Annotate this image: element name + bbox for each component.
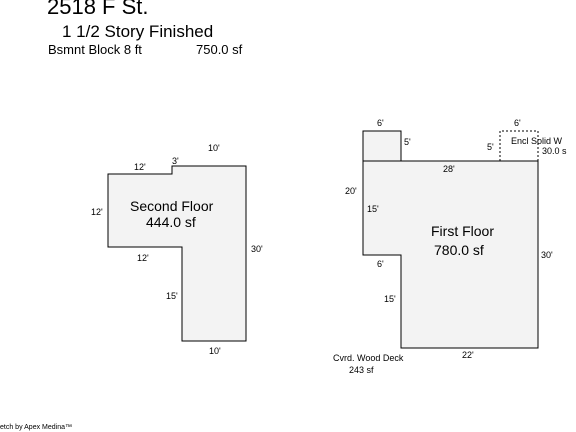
deck-outline — [400, 161, 539, 349]
enclosure-area: 30.0 s — [542, 146, 567, 156]
enclosure-dim-top: 6' — [514, 118, 521, 128]
first-floor-name: First Floor — [431, 223, 494, 239]
second-floor-name: Second Floor — [130, 198, 214, 214]
first-floor-dim-step: 6' — [377, 259, 384, 269]
second-floor-outline — [107, 165, 247, 342]
first-floor-dim-bump-side: 5' — [404, 137, 411, 147]
second-floor-dim-notch: 3' — [172, 156, 179, 166]
first-floor-dim-left-inner: 15' — [367, 204, 379, 214]
story-type: 1 1/2 Story Finished — [62, 22, 213, 41]
second-floor-area: 444.0 sf — [146, 214, 196, 230]
enclosure-dim-side: 5' — [487, 142, 494, 152]
address-title: 2518 F St. — [47, 0, 149, 19]
deck-label: Cvrd. Wood Deck — [333, 353, 404, 363]
basement-area: 750.0 sf — [196, 42, 243, 57]
second-floor-dim-mid-bottom: 12' — [137, 253, 149, 263]
first-floor-dim-top: 28' — [443, 164, 455, 174]
second-floor-dim-top-right: 10' — [208, 143, 220, 153]
first-floor-dim-bottom: 22' — [462, 350, 474, 360]
enclosure-outline — [499, 130, 539, 161]
first-floor-dim-right: 30' — [541, 250, 553, 260]
first-floor-dim-left-upper: 20' — [345, 186, 357, 196]
first-floor-area: 780.0 sf — [434, 242, 484, 258]
first-floor-dim-left-lower: 15' — [384, 294, 396, 304]
deck-area: 243 sf — [349, 365, 374, 375]
first-floor-dim-bump-top: 6' — [377, 118, 384, 128]
second-floor-dim-lower-left: 15' — [166, 291, 178, 301]
second-floor-dim-top-left: 12' — [134, 162, 146, 172]
basement-label: Bsmnt Block 8 ft — [48, 42, 142, 57]
second-floor-dim-left: 12' — [91, 207, 103, 217]
sketch-credit: etch by Apex Medina™ — [0, 424, 72, 431]
second-floor-dim-bottom: 10' — [209, 346, 221, 356]
second-floor-dim-right: 30' — [251, 244, 263, 254]
enclosure-label: Encl Solid W — [511, 136, 563, 146]
